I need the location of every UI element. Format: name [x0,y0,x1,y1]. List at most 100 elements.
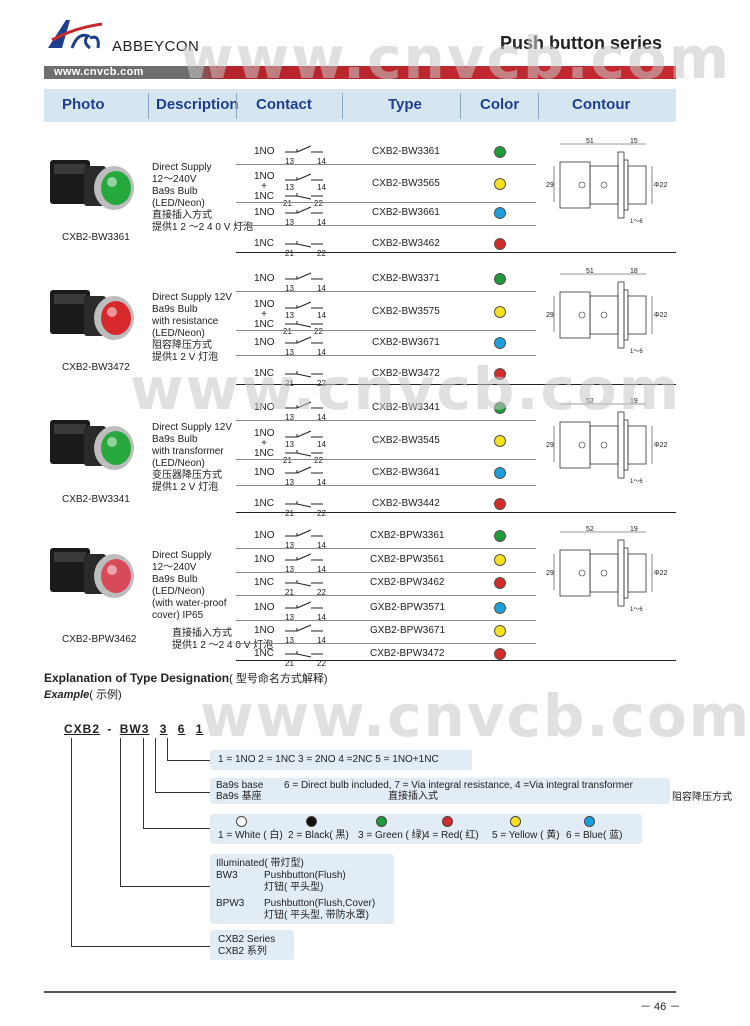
dim-height: 29 [546,442,554,449]
description-line: 直接插入方式 [152,210,212,221]
terminal-number: 13 [285,311,294,320]
color-dot-green [494,530,506,542]
legend-dot-green [376,816,387,827]
terminal-number: 13 [285,478,294,487]
type-code: CXB2-BW3361 [372,146,440,157]
series-explain-box: CXB2 Series CXB2 系列 [210,930,294,960]
group-divider [236,512,676,513]
contact-symbol [283,600,325,620]
row-divider [236,225,536,226]
product-photo [44,408,148,488]
type-code: CXB2-BW3442 [372,498,440,509]
type-code: CXB2-BW3671 [372,337,440,348]
dim-diameter: Φ22 [654,442,668,449]
dim-height: 29 [546,182,554,189]
dim-length: 51 [586,138,594,145]
description-line: Ba9s Bulb [152,186,198,197]
legend-color-item: 4 = Red( 红) [424,830,479,841]
description-line: (LED/Neon) [152,586,205,597]
legend-dot-black [306,816,317,827]
type-code: CXB2 - BW3 3 6 1 [64,722,204,736]
contact-symbol [283,144,325,164]
product-photo [44,278,148,358]
header-bar [44,66,676,79]
product-caption: CXB2-BW3472 [62,362,130,373]
legend-dot-blue [584,816,595,827]
description-line: 12～240V [152,174,197,185]
example-label: Example( 示例) [44,689,122,701]
col-contact: Contact [256,96,312,113]
color-dot-red [494,498,506,510]
contact-label: 1NO [254,337,275,348]
row-divider [236,202,536,203]
col-photo: Photo [62,96,105,113]
contact-symbol [283,400,325,420]
terminal-number: 14 [317,478,326,487]
terminal-number: 14 [317,311,326,320]
contact-symbol [283,646,325,666]
terminal-number: 13 [285,440,294,449]
dim-head: 19 [630,526,638,533]
type-code: CXB2-BPW3361 [370,530,445,541]
terminal-number: 14 [317,218,326,227]
product-photo [44,148,148,228]
color-dot-yellow [494,625,506,637]
contact-label: 1NO [254,530,275,541]
page-title: Push button series [500,33,663,53]
contact-symbol [283,236,325,256]
legend-color-item: 2 = Black( 黑) [288,830,349,841]
type-code: CXB2-BW3575 [372,306,440,317]
type-code: CXB2-BPW3561 [370,554,445,565]
contact-symbol [283,528,325,548]
terminal-number: 21 [285,659,294,668]
legend-dot-red [442,816,453,827]
terminal-number: 13 [285,565,294,574]
terminal-number: 21 [285,378,294,390]
terminal-number: 14 [317,183,326,192]
terminal-number: 22 [317,378,326,390]
description-line: Direct Supply 12V [152,422,233,433]
dim-height: 29 [546,312,554,319]
group-divider [236,660,676,661]
type-code: CXB2-BW3462 [372,238,440,249]
terminal-number: 21 [285,249,294,258]
color-dot-red [494,368,506,380]
row-divider [236,459,536,460]
terminal-number: 14 [317,440,326,449]
terminal-number: 14 [317,541,326,550]
explanation-title: Explanation of Type Designation( 型号命名方式解… [44,671,328,685]
dim-length: 52 [586,526,594,533]
code-contact: 1 [195,722,204,736]
contact-label: 1NO + 1NC [254,299,275,330]
description-line: with resistance [152,316,219,327]
terminal-number: 22 [314,199,323,208]
row-divider [236,620,536,621]
description-line: (LED/Neon) [152,458,205,469]
dim-height: 29 [546,570,554,577]
color-dot-red [494,648,506,660]
color-dot-red [494,577,506,589]
description-line: 提供1 2 ～2 4 0 V 灯泡 [152,222,254,233]
contact-symbol [283,271,325,291]
dim-panel: 1～6 [630,349,643,355]
contact-label: 1NC [254,648,275,659]
terminal-number: 13 [285,413,294,422]
contact-label: 1NC [254,368,275,379]
col-type: Type [388,96,422,113]
terminal-number: 14 [317,157,326,166]
contact-label: 1NO + 1NC [254,428,275,459]
contact-symbol [283,172,325,206]
contact-label: 1NO [254,402,275,413]
dim-diameter: Φ22 [654,570,668,577]
style-explain-box: Illuminated( 带灯型) BW3 Pushbutton(Flush) … [210,854,394,924]
row-divider [236,643,536,644]
footer-rule [44,991,676,993]
description-line: cover) IP65 [152,610,204,621]
table-header [44,89,676,122]
type-code: CXB2-BW3341 [372,402,440,413]
description-line: Direct Supply [152,162,212,173]
color-explain-box: 1 = White ( 白)2 = Black( 黑)3 = Green ( 绿… [210,814,642,844]
terminal-number: 22 [314,456,323,465]
contact-symbol [283,429,325,463]
